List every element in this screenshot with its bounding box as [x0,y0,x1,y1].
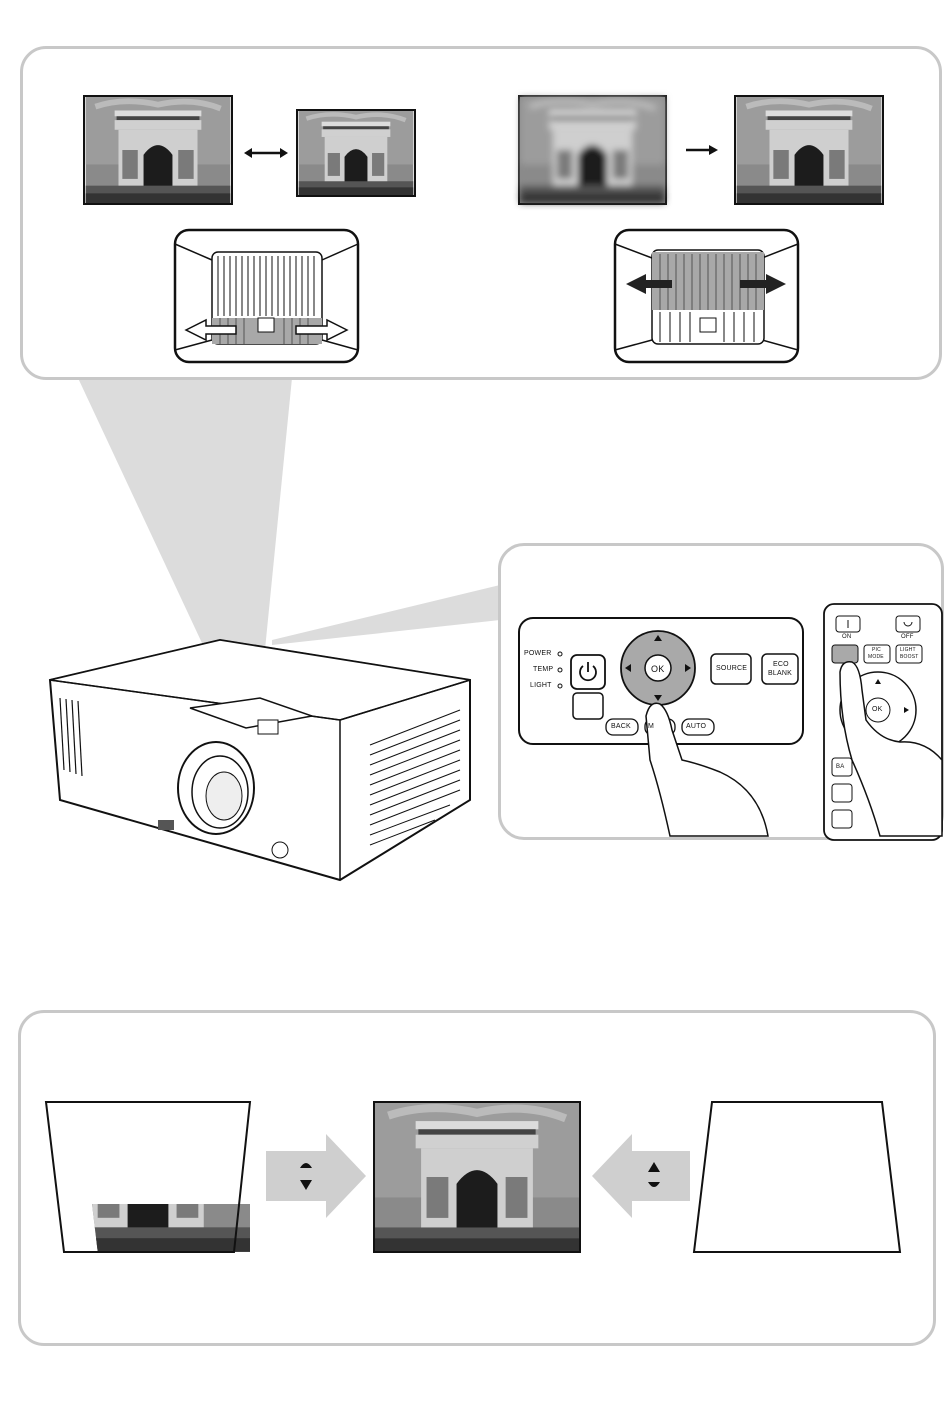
remote-off-label: OFF [901,634,914,640]
auto-label: AUTO [686,723,706,730]
remote-eco-button[interactable] [832,645,858,663]
keystone-photo-right [694,1102,900,1252]
remote-back-label: BA [836,764,844,770]
back-label: BACK [611,723,631,730]
menu-label: M [648,723,654,730]
remote-volume-button[interactable] [832,784,852,802]
indicator-temp-label: TEMP [533,666,553,673]
remote-pic-label: PIC [872,647,881,653]
keystone-arrow-left [592,1134,690,1218]
ok-label: OK [651,664,664,674]
blank-button[interactable] [573,693,603,719]
remote-skip-button[interactable] [832,810,852,828]
source-label: SOURCE [716,665,747,672]
remote-on-label: ON [842,634,851,640]
remote-boost-label: BOOST [900,654,919,660]
remote-off-button[interactable] [896,616,920,632]
keystone-photo-left [46,1102,250,1252]
indicator-power-label: POWER [524,650,551,657]
eco-label: ECO [773,661,789,668]
remote-mode-label: MODE [868,654,884,660]
remote-ok-label: OK [872,706,883,713]
keystone-arrow-right [266,1134,366,1218]
indicator-light-label: LIGHT [530,682,552,689]
keystone-photo-center [374,1102,580,1252]
remote-light-label: LIGHT [900,647,916,653]
blank-label: BLANK [768,670,792,677]
eco-blank-button[interactable] [762,654,798,684]
